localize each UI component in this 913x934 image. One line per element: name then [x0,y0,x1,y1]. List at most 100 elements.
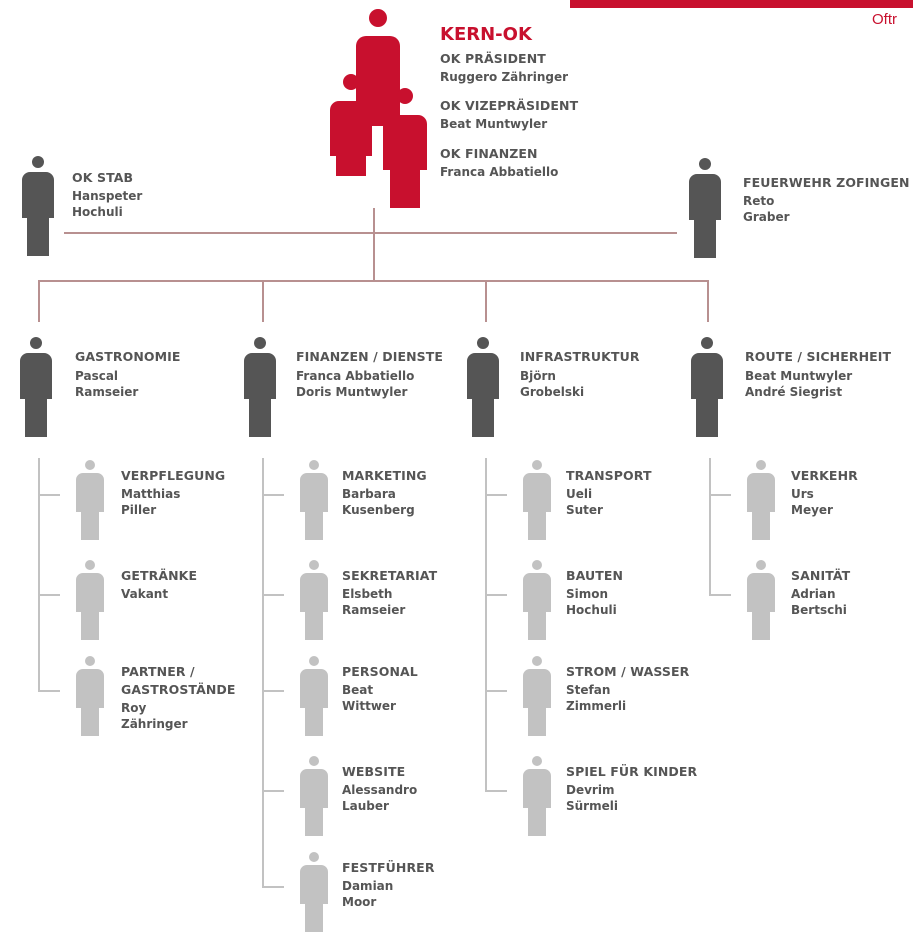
staff-connector [64,232,677,234]
sub-person-icon [74,460,106,542]
sub-title: FESTFÜHRER [342,860,435,875]
core-role-finance: OK FINANZEN [440,146,538,161]
department-title: INFRASTRUKTUR [520,349,640,364]
dept-drop-3 [485,280,487,322]
sub-tick-connector [38,594,60,596]
sub-member: Simon [566,587,609,601]
sub-tick-connector [38,690,60,692]
department-title: FINANZEN / DIENSTE [296,349,444,364]
sub-member: Bertschi [791,603,847,617]
sub-member: Lauber [342,799,389,813]
department-member: Ramseier [75,385,139,399]
core-name-vice: Beat Muntwyler [440,117,548,131]
sub-vertical-connector [485,458,487,792]
sub-member: Roy [121,701,147,715]
sub-title: SEKRETARIAT [342,568,438,583]
sub-member: Damian [342,879,394,893]
fire-line-2: Graber [743,210,790,224]
staff-person-icon [20,156,56,258]
sub-tick-connector [485,790,507,792]
fire-line-1: Reto [743,194,775,208]
core-down-connector [373,208,375,280]
sub-member: Sürmeli [566,799,618,813]
sub-tick-connector [262,690,284,692]
sub-title: SANITÄT [791,568,851,583]
sub-member: Barbara [342,487,396,501]
top-accent-bar [570,0,913,8]
department-person-icon [18,337,54,439]
sub-member: Adrian [791,587,836,601]
sub-title: WEBSITE [342,764,406,779]
sub-person-icon [745,460,777,542]
department-member: Beat Muntwyler [745,369,853,383]
department-member: Franca Abbatiello [296,369,415,383]
core-role-vice: OK VIZEPRÄSIDENT [440,98,579,113]
core-title: KERN-OK [440,24,532,45]
sub-person-icon [521,460,553,542]
sub-member: Ramseier [342,603,406,617]
sub-member: Urs [791,487,814,501]
sub-person-icon [521,560,553,642]
staff-title: OK STAB [72,170,134,185]
department-person-icon [689,337,725,439]
sub-member: Zähringer [121,717,188,731]
sub-person-icon [298,852,330,934]
sub-title: PERSONAL [342,664,418,679]
department-person-icon [242,337,278,439]
sub-member: Kusenberg [342,503,415,517]
sub-title: MARKETING [342,468,427,483]
sub-vertical-connector [38,458,40,692]
sub-person-icon [521,756,553,838]
department-member: Grobelski [520,385,585,399]
sub-member: Vakant [121,587,169,601]
sub-member: Hochuli [566,603,617,617]
sub-vertical-connector [262,458,264,888]
department-connector [38,280,709,282]
sub-title: VERPFLEGUNG [121,468,226,483]
department-member: André Siegrist [745,385,843,399]
sub-tick-connector [262,886,284,888]
department-person-icon [465,337,501,439]
dept-drop-2 [262,280,264,322]
core-team-icon [325,6,430,211]
sub-person-icon [298,656,330,738]
sub-tick-connector [262,594,284,596]
sub-member: Wittwer [342,699,396,713]
sub-member: Suter [566,503,603,517]
staff-line-2: Hochuli [72,205,123,219]
corner-label: Oftr [872,11,897,28]
dept-drop-4 [707,280,709,322]
sub-person-icon [521,656,553,738]
sub-tick-connector [485,690,507,692]
sub-member: Moor [342,895,377,909]
sub-vertical-connector [709,458,711,596]
sub-title: VERKEHR [791,468,858,483]
department-member: Doris Muntwyler [296,385,408,399]
sub-member: Zimmerli [566,699,627,713]
core-name-president: Ruggero Zähringer [440,70,569,84]
sub-title: BAUTEN [566,568,624,583]
sub-person-icon [298,460,330,542]
sub-member: Meyer [791,503,833,517]
sub-member: Elsbeth [342,587,393,601]
sub-tick-connector [262,494,284,496]
sub-member: Ueli [566,487,593,501]
sub-person-icon [74,560,106,642]
sub-tick-connector [485,594,507,596]
core-name-finance: Franca Abbatiello [440,165,559,179]
sub-title: STROM / WASSER [566,664,690,679]
department-member: Pascal [75,369,119,383]
sub-tick-connector [38,494,60,496]
staff-line-1: Hanspeter [72,189,143,203]
core-role-president: OK PRÄSIDENT [440,51,546,66]
department-title: GASTRONOMIE [75,349,181,364]
sub-member: Devrim [566,783,615,797]
dept-drop-1 [38,280,40,322]
sub-tick-connector [485,494,507,496]
sub-member: Alessandro [342,783,418,797]
sub-tick-connector [709,594,731,596]
sub-person-icon [745,560,777,642]
sub-title: PARTNER / GASTROSTÄNDE [121,664,236,697]
sub-title: GETRÄNKE [121,568,198,583]
fire-title: FEUERWEHR ZOFINGEN [743,175,910,190]
